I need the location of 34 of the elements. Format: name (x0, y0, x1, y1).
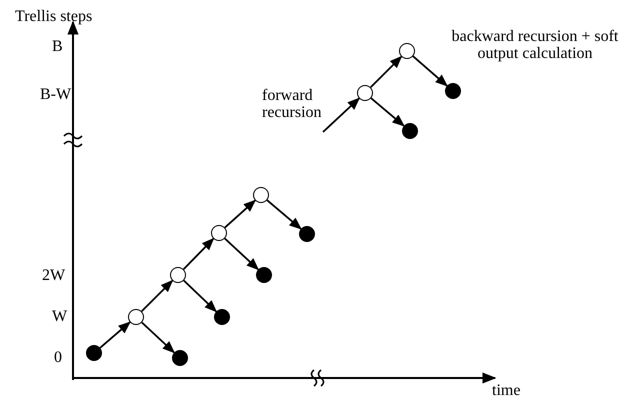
tick-label: B-W (40, 86, 72, 103)
arrow (370, 98, 405, 127)
tick-label: B (52, 38, 63, 55)
arrow (224, 200, 256, 228)
open-circle (399, 43, 415, 59)
arrow (183, 280, 218, 312)
open-circle (128, 309, 144, 325)
annotation-text: backward recursion + soft output calculation (450, 28, 620, 62)
arrow (266, 200, 302, 230)
arrow (182, 238, 214, 270)
filled-circle (214, 309, 230, 325)
arrow (100, 321, 131, 348)
filled-circle (299, 226, 315, 242)
filled-circle (172, 350, 188, 366)
arrow (141, 322, 176, 354)
tick-label: W (52, 308, 68, 325)
open-circle (253, 187, 269, 203)
arrow (141, 280, 174, 312)
arrow (412, 56, 448, 87)
filled-circle (402, 123, 418, 139)
open-circle (211, 225, 227, 241)
filled-circle (445, 83, 461, 99)
filled-circle (86, 345, 102, 361)
axis-title: Trellis steps (15, 8, 92, 25)
arrow (224, 238, 260, 270)
tick-label: 2W (42, 267, 66, 284)
filled-circle (256, 267, 272, 283)
axis-title: time (492, 382, 520, 399)
arrow (370, 56, 402, 88)
tick-label: 0 (54, 349, 62, 366)
annotation-text: forward recursion (262, 87, 323, 121)
open-circle (357, 85, 373, 101)
open-circle (170, 267, 186, 283)
arrow (322, 98, 360, 133)
